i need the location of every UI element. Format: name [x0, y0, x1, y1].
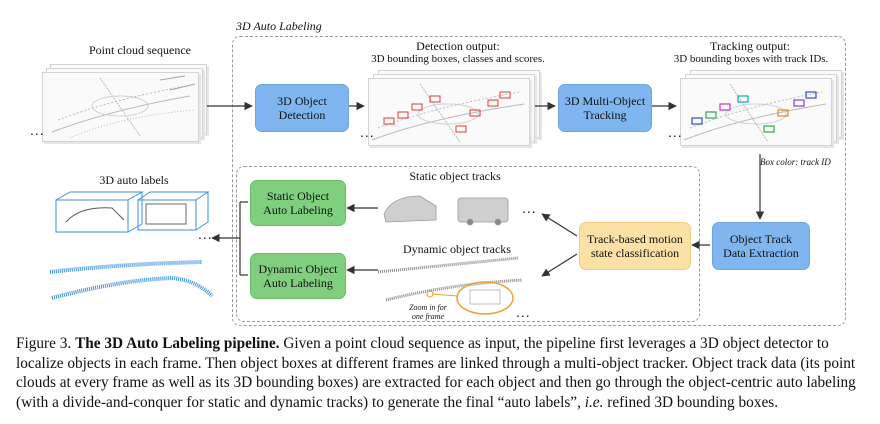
dynamic-track-lines	[377, 256, 523, 302]
section-title: 3D Auto Labeling	[236, 19, 322, 33]
caption-ie: i.e.	[584, 393, 604, 411]
motion-state-label-2: state classification	[590, 246, 680, 260]
detection-frame	[368, 78, 530, 146]
dynamic-tracks-title: Dynamic object tracks	[403, 242, 511, 256]
auto-labels-ellipsis: ...	[198, 226, 213, 242]
figure-caption: Figure 3. The 3D Auto Labeling pipeline.…	[16, 334, 866, 412]
dynamic-tracks-ellipsis: ...	[516, 304, 531, 320]
auto-labels-title: 3D auto labels	[99, 173, 169, 187]
dynamic-auto-labeling-box: Dynamic Object Auto Labeling	[250, 253, 346, 299]
zoom-ellipse	[456, 281, 514, 315]
auto-label-objects	[55, 191, 210, 233]
auto-labeling-region	[232, 36, 846, 326]
caption-text: Given a point cloud sequence as input, t…	[16, 335, 856, 411]
track-data-extraction-label-1: Object Track	[729, 232, 793, 246]
tracking-frame	[680, 78, 832, 146]
multi-object-tracking-box: 3D Multi-Object Tracking	[558, 84, 652, 132]
caption-bold: The 3D Auto Labeling pipeline.	[75, 335, 280, 352]
caption-prefix: Figure 3.	[16, 335, 72, 352]
flow-arrows	[207, 101, 765, 277]
caption-end: refined 3D bounding boxes.	[603, 393, 779, 411]
point-cloud-sequence-title: Point cloud sequence	[89, 43, 191, 57]
sequence-ellipsis: ...	[30, 122, 45, 138]
object-detection-label-1: 3D Object	[277, 94, 327, 108]
static-tracks-ellipsis: ...	[522, 200, 537, 216]
dynamic-auto-labeling-label-2: Auto Labeling	[263, 276, 333, 290]
tracking-scene	[683, 83, 827, 143]
static-tracks-title: Static object tracks	[409, 169, 501, 183]
pipeline-artwork	[49, 75, 827, 315]
motion-state-label-1: Track-based motion	[587, 232, 683, 246]
detection-ellipsis: ...	[360, 124, 375, 140]
zoom-box	[469, 289, 501, 305]
tracking-output-subtitle: 3D bounding boxes with track IDs.	[673, 53, 829, 65]
tracking-output-title: Tracking output:	[710, 39, 790, 53]
zoom-note-2: one frame	[411, 312, 445, 321]
dynamic-auto-labeling-label-1: Dynamic Object	[258, 262, 338, 276]
track-data-extraction-label-2: Data Extraction	[723, 246, 799, 260]
zoom-leader	[431, 293, 459, 297]
motion-state-classification-box: Track-based motion state classification	[579, 222, 691, 270]
detection-output-subtitle: 3D bounding boxes, classes and scores.	[371, 53, 545, 65]
box-color-note: Box color: track ID	[760, 157, 831, 167]
zoom-note-1: Zoom in for	[409, 303, 447, 312]
track-data-extraction-box: Object Track Data Extraction	[712, 222, 810, 270]
tracking-ellipsis: ...	[668, 124, 683, 140]
detection-output-title: Detection output:	[416, 39, 500, 53]
static-auto-labeling-label-2: Auto Labeling	[263, 203, 333, 217]
multi-object-tracking-label-1: 3D Multi-Object	[564, 94, 646, 108]
static-auto-labeling-box: Static Object Auto Labeling	[250, 180, 346, 226]
object-detection-box: 3D Object Detection	[255, 84, 349, 132]
static-track-objects	[383, 195, 509, 226]
static-auto-labeling-label-1: Static Object	[266, 189, 330, 203]
multi-object-tracking-label-2: Tracking	[583, 108, 627, 122]
auto-label-trajectories	[49, 260, 214, 300]
object-detection-label-2: Detection	[278, 108, 326, 122]
detection-scene	[371, 83, 525, 143]
input-scene-points	[51, 75, 196, 139]
point-cloud-frame	[42, 72, 199, 142]
zoom-target	[426, 290, 434, 298]
